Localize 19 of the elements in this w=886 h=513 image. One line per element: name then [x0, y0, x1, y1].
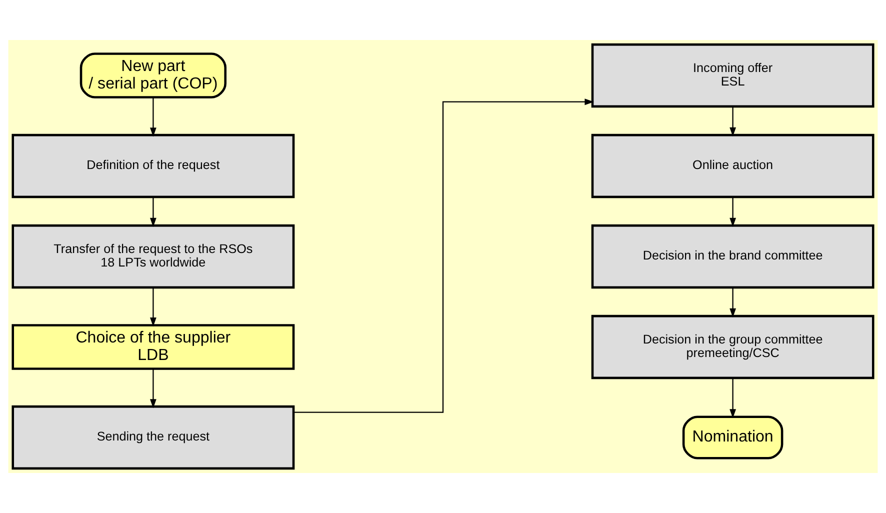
node-box: Decision in the brand committee — [591, 224, 874, 289]
arrow — [730, 106, 736, 137]
arrow — [150, 97, 156, 137]
node-box: Definition of the request — [12, 134, 295, 198]
node-box: Decision in the group committee premeeting/CSC — [591, 314, 874, 380]
arrow — [150, 368, 156, 408]
node-box: Transfer of the request to the RSOs 18 LPTs worldwide — [12, 224, 295, 289]
node-box: Choice of the supplier LDB — [12, 324, 295, 370]
arrow — [730, 378, 736, 418]
node-box: Nomination — [682, 416, 784, 460]
node-box: Online auction — [591, 134, 874, 198]
node-box: Sending the request — [12, 405, 295, 470]
node-box: Incoming offer ESL — [591, 43, 874, 108]
arrow — [730, 197, 736, 228]
arrow — [150, 288, 156, 327]
node-box: New part / serial part (COP) — [80, 52, 226, 98]
arrow — [730, 288, 736, 318]
arrow — [150, 197, 156, 228]
arrow — [294, 98, 594, 413]
